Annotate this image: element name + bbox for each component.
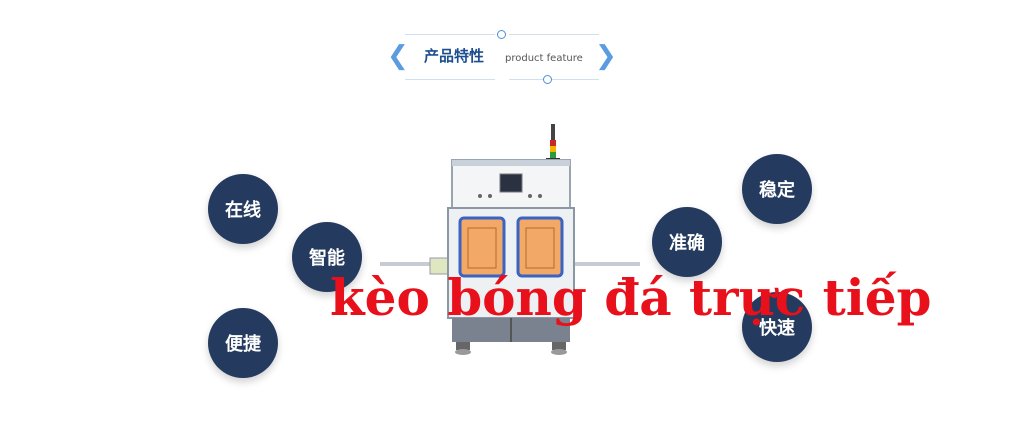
header-line-right-top	[509, 34, 599, 35]
header-line-left-top	[405, 34, 495, 35]
section-header: ❮ ❯ 产品特性 product feature	[385, 26, 619, 86]
control-screen	[499, 173, 523, 193]
feature-bubble-fast: 快速	[742, 292, 812, 362]
feature-bubble-online: 在线	[208, 174, 278, 244]
chevron-right-icon: ❯	[595, 41, 617, 71]
upper-cabinet-top	[452, 160, 570, 166]
machine-illustration	[380, 124, 640, 355]
machine-foot	[552, 342, 566, 350]
signal-yellow-light	[550, 146, 556, 152]
header-dot-bottom	[543, 75, 552, 84]
machine-foot	[456, 342, 470, 350]
section-title: 产品特性	[424, 47, 485, 65]
signal-red-light	[550, 140, 556, 146]
conveyor-right	[562, 262, 640, 266]
overlay-text: kèo bóng đá trực tiếp	[330, 268, 932, 327]
signal-green-light	[550, 152, 556, 158]
header-line-left-bottom	[405, 79, 495, 80]
feature-bubble-accurate: 准确	[652, 207, 722, 277]
feature-bubble-smart: 智能	[292, 222, 362, 292]
left-window	[458, 216, 506, 278]
header-dot-top	[497, 30, 506, 39]
chevron-left-icon: ❮	[387, 41, 409, 71]
conveyor-left	[380, 262, 458, 266]
feature-bubble-stable: 稳定	[742, 154, 812, 224]
feature-bubble-convenient: 便捷	[208, 308, 278, 378]
signal-tower-pole	[551, 124, 555, 140]
header-line-right-bottom	[509, 79, 599, 80]
right-window	[516, 216, 564, 278]
section-subtitle: product feature	[505, 53, 583, 64]
